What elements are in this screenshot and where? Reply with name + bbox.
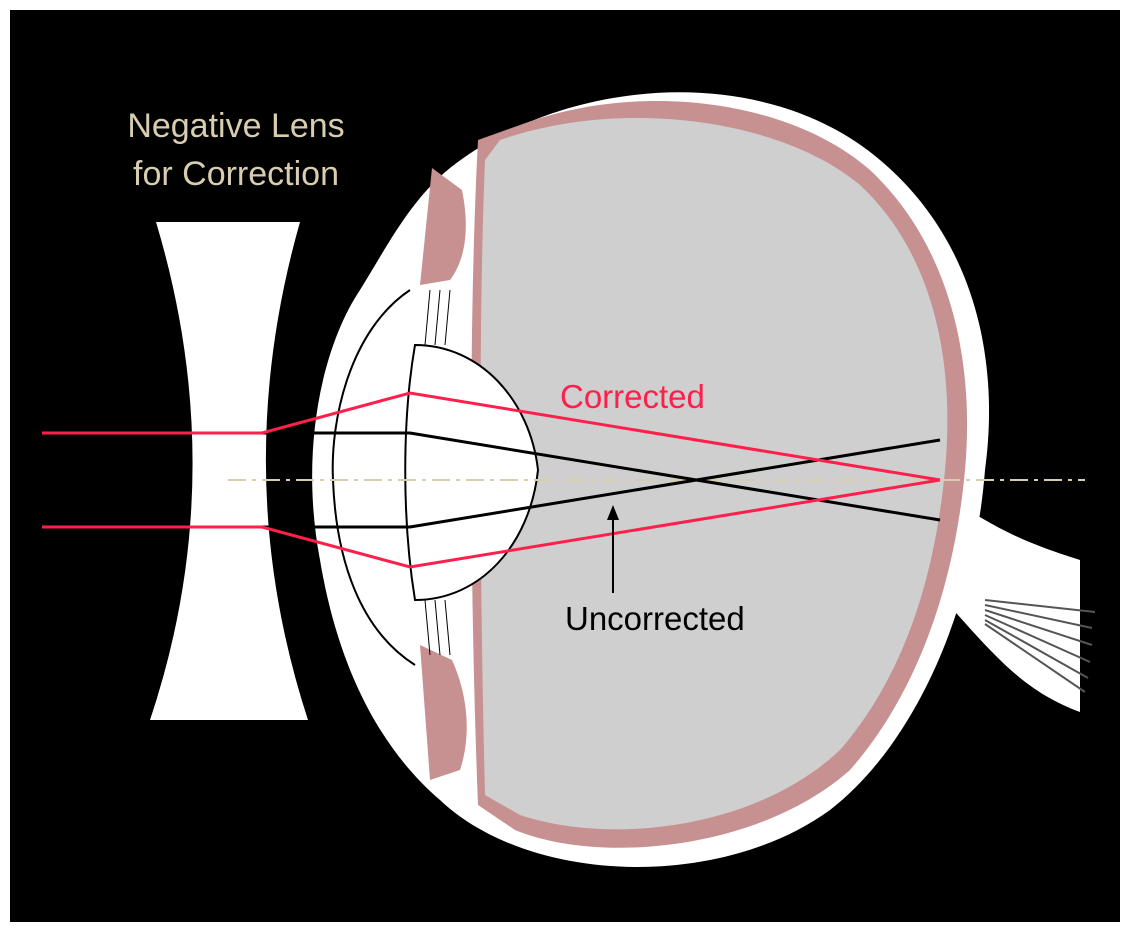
lens-title-line1: Negative Lens [127, 107, 344, 145]
uncorrected-label: Uncorrected [565, 600, 745, 637]
lens-title-line2: for Correction [133, 155, 339, 193]
corrected-label: Corrected [560, 378, 705, 415]
